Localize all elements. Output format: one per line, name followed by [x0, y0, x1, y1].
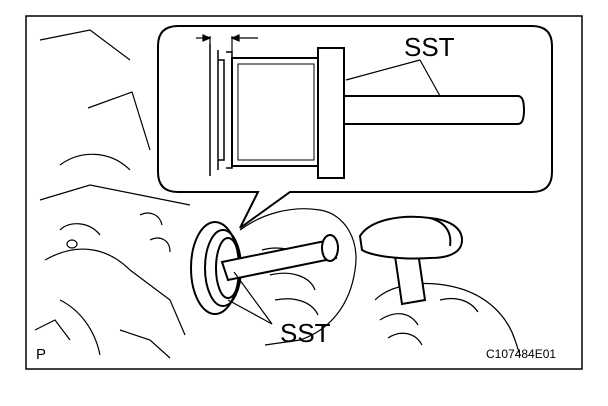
clearance-dimension — [196, 34, 258, 52]
corner-mark: P — [36, 346, 46, 363]
background-linework — [34, 29, 521, 359]
hammer — [358, 215, 464, 306]
sst-bottom-label: SST — [280, 318, 331, 348]
figure-code: C107484E01 — [486, 347, 556, 361]
sst-tool-scene — [220, 234, 339, 282]
sst-tool-detail — [231, 47, 526, 179]
sst-top-label: SST — [404, 32, 455, 62]
sst-bottom-leaders — [227, 271, 273, 325]
detail-callout — [157, 25, 553, 229]
